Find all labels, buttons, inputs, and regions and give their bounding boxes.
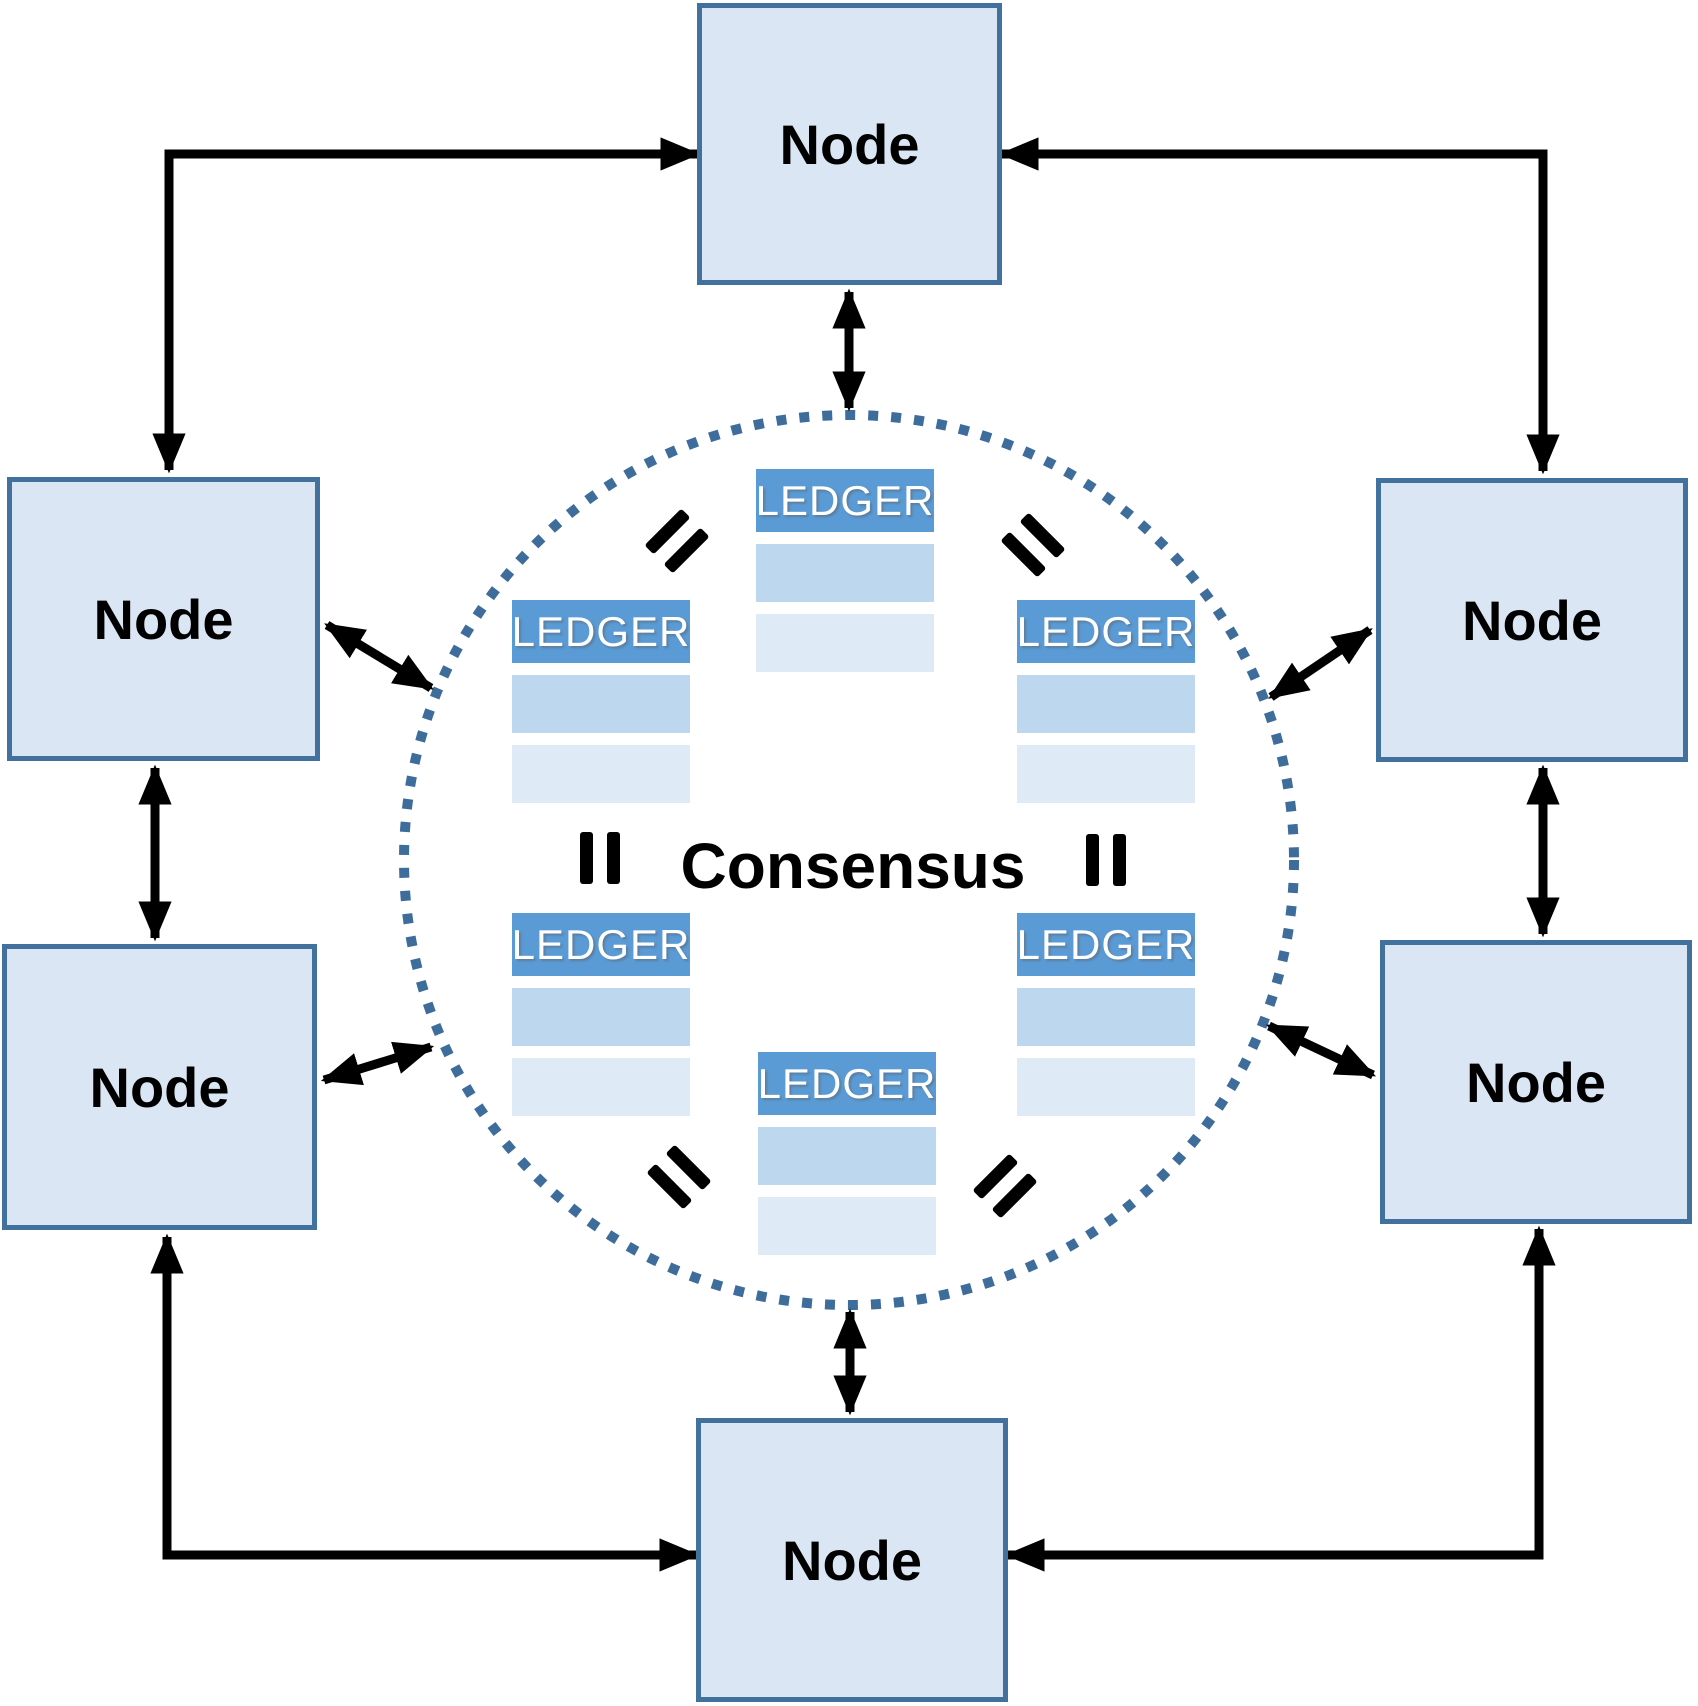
node-left-top-label: Node xyxy=(93,587,234,651)
ledger-lower-left-header: LEDGER xyxy=(512,913,690,976)
ledger-row xyxy=(758,1197,936,1255)
arrow-left-bottom-node-to-circle xyxy=(320,1041,435,1086)
equals-bar xyxy=(580,832,593,884)
equals-bar xyxy=(1086,834,1099,886)
ledger-top: LEDGER xyxy=(756,469,934,672)
node-left-bottom-label: Node xyxy=(89,1055,230,1119)
ledger-row xyxy=(512,675,690,733)
node-left-top: Node xyxy=(7,477,320,761)
equals-icon xyxy=(580,832,620,884)
ledger-bottom-header: LEDGER xyxy=(758,1052,936,1115)
node-left-bottom: Node xyxy=(2,944,317,1230)
ledger-row xyxy=(756,544,934,602)
ledger-row xyxy=(756,614,934,672)
ledger-left: LEDGER xyxy=(512,600,690,803)
ledger-row xyxy=(512,988,690,1046)
consensus-dotted-circle xyxy=(399,410,1299,1310)
ledger-row xyxy=(512,1058,690,1116)
arrow-bottom-left-elbow xyxy=(150,1233,700,1572)
ledger-right-header: LEDGER xyxy=(1017,600,1195,663)
node-top-label: Node xyxy=(779,112,920,176)
node-right-bottom-label: Node xyxy=(1466,1050,1606,1114)
node-right-top-label: Node xyxy=(1462,588,1602,652)
equals-bar xyxy=(607,832,620,884)
arrow-top-left-elbow xyxy=(152,137,701,474)
ledger-bottom: LEDGER xyxy=(758,1052,936,1255)
arrow-right-bottom-node-to-circle xyxy=(1265,1021,1377,1080)
ledger-lower-right-header: LEDGER xyxy=(1017,913,1195,976)
node-right-top: Node xyxy=(1376,478,1688,762)
arrow-bottom-right-elbow xyxy=(1004,1225,1556,1572)
arrow-left-top-node-to-circle xyxy=(324,621,434,692)
ledger-row xyxy=(1017,988,1195,1046)
ledger-row xyxy=(1017,675,1195,733)
ledger-lower-left: LEDGER xyxy=(512,913,690,1116)
ledger-top-header: LEDGER xyxy=(756,469,934,532)
node-bottom-label: Node xyxy=(782,1528,922,1592)
consensus-label: Consensus xyxy=(680,830,1026,902)
arrow-right-top-node-to-circle xyxy=(1268,626,1373,701)
equals-bar xyxy=(1113,834,1126,886)
equals-icon xyxy=(1086,834,1126,886)
ledger-row xyxy=(1017,745,1195,803)
arrow-top-right-elbow xyxy=(998,137,1560,475)
node-right-bottom: Node xyxy=(1380,940,1692,1224)
ledger-lower-right: LEDGER xyxy=(1017,913,1195,1116)
ledger-right: LEDGER xyxy=(1017,600,1195,803)
ledger-row xyxy=(512,745,690,803)
ledger-left-header: LEDGER xyxy=(512,600,690,663)
node-top: Node xyxy=(697,3,1002,285)
ledger-row xyxy=(758,1127,936,1185)
node-bottom: Node xyxy=(696,1418,1008,1702)
ledger-row xyxy=(1017,1058,1195,1116)
